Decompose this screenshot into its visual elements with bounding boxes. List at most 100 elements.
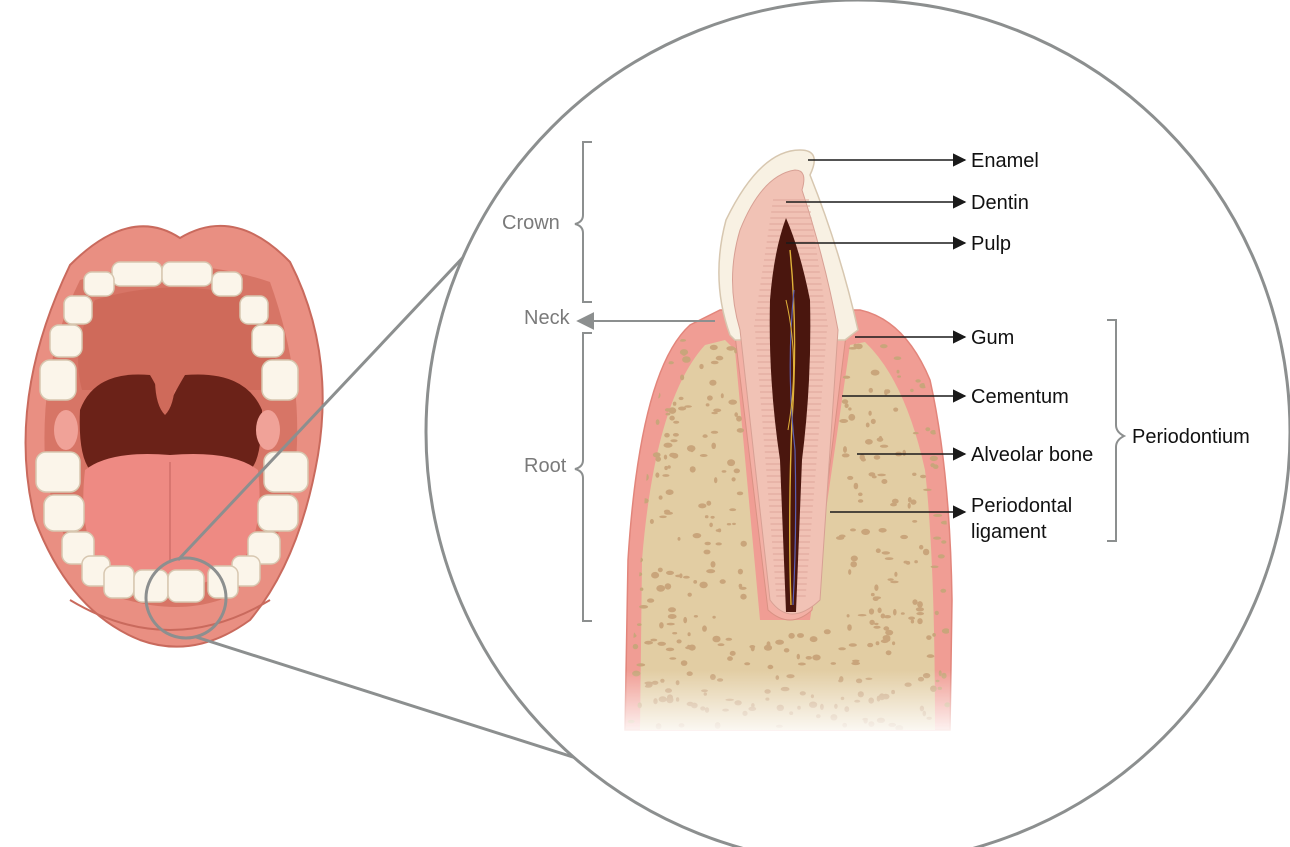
bone-dot — [673, 421, 679, 424]
bone-dot — [848, 569, 851, 575]
bone-dot — [869, 472, 876, 476]
bone-dot — [711, 516, 715, 519]
bone-dot — [897, 375, 901, 377]
bone-dot — [845, 403, 849, 408]
bone-dot — [914, 560, 918, 563]
left-tonsil — [54, 410, 78, 450]
bone-dot — [940, 589, 946, 593]
bone-dot — [659, 495, 663, 499]
bone-dot — [679, 397, 684, 400]
bone-dot — [885, 389, 890, 393]
bone-dot — [705, 542, 711, 545]
bone-dot — [706, 501, 711, 506]
bone-dot — [842, 399, 848, 404]
bone-dot — [722, 470, 727, 473]
bone-dot — [910, 389, 914, 392]
bone-dot — [678, 407, 686, 411]
bone-dot — [666, 648, 674, 652]
bone-dot — [839, 535, 846, 538]
bone-dot — [901, 612, 905, 615]
bone-dot — [941, 540, 946, 543]
bone-dot — [876, 548, 881, 553]
bone-dot — [693, 580, 697, 584]
bone-dot — [727, 523, 731, 525]
bone-dot — [716, 356, 724, 361]
bone-dot — [854, 483, 859, 490]
bone-dot — [865, 439, 873, 445]
bone-dot — [806, 656, 812, 660]
bone-dot — [866, 423, 870, 428]
bone-dot — [690, 466, 696, 472]
bone-dot — [890, 581, 899, 584]
bone-dot — [656, 585, 665, 592]
bone-dot — [892, 499, 899, 504]
label-periodontal-ligament-2: ligament — [971, 521, 1047, 543]
bone-dot — [839, 419, 848, 423]
bone-dot — [885, 557, 894, 560]
bone-dot — [716, 542, 722, 545]
bone-dot — [926, 635, 931, 640]
bone-dot — [727, 656, 733, 661]
open-mouth-illustration — [26, 226, 323, 647]
bone-dot — [871, 370, 880, 376]
label-neck: Neck — [524, 307, 571, 329]
bone-dot — [869, 608, 874, 614]
bone-dot — [902, 450, 906, 456]
bone-dot — [927, 654, 935, 658]
bone-dot — [730, 651, 736, 656]
bone-dot — [728, 400, 737, 405]
bone-dot — [700, 454, 708, 457]
bone-dot — [704, 550, 711, 555]
bone-dot — [707, 395, 713, 400]
bone-dot — [711, 412, 718, 414]
bone-dot — [687, 445, 696, 452]
bone-dot — [714, 477, 717, 483]
bone-dot — [682, 356, 691, 363]
bone-dot — [739, 587, 746, 590]
bone-dot — [858, 614, 867, 616]
bone-dot — [699, 364, 703, 369]
bone-dot — [788, 633, 794, 639]
bone-dot — [664, 433, 670, 438]
bone-dot — [680, 349, 688, 355]
label-enamel: Enamel — [971, 150, 1039, 172]
bone-dot — [876, 641, 880, 645]
bone-dot — [734, 412, 738, 417]
bone-dot — [797, 654, 800, 660]
bone-dot — [810, 636, 818, 642]
bone-dot — [912, 599, 917, 605]
bone-dot — [718, 643, 725, 646]
label-gum: Gum — [971, 327, 1014, 349]
bone-dot — [749, 645, 755, 648]
bone-dot — [900, 535, 908, 539]
label-periodontal-ligament-1: Periodontal — [971, 495, 1072, 517]
bone-dot — [633, 644, 639, 649]
bone-dot — [650, 519, 654, 524]
bone-dot — [706, 403, 710, 406]
bone-dot — [858, 499, 863, 503]
bone-dot — [871, 593, 875, 596]
bone-dot — [636, 663, 645, 666]
bone-dot — [677, 639, 682, 643]
bone-dot — [653, 452, 661, 457]
bone-dot — [923, 549, 929, 556]
bone-dot — [768, 665, 774, 669]
bone-dot — [688, 593, 692, 597]
bone-dot — [908, 503, 911, 509]
bone-dot — [847, 624, 852, 631]
bone-dot — [688, 632, 691, 636]
bone-dot — [861, 529, 870, 535]
bone-dot — [848, 414, 855, 421]
bone-dot — [721, 393, 724, 398]
bone-dot — [655, 472, 659, 477]
bone-dot — [894, 572, 897, 577]
bone-dot — [665, 583, 672, 589]
bone-dot — [664, 466, 668, 470]
bone-dot — [732, 523, 736, 525]
bone-dot — [933, 537, 941, 540]
label-cementum: Cementum — [971, 386, 1069, 408]
bone-dot — [693, 533, 702, 538]
bone-dot — [933, 514, 942, 517]
bone-dot — [888, 578, 894, 581]
bone-dot — [702, 625, 707, 631]
